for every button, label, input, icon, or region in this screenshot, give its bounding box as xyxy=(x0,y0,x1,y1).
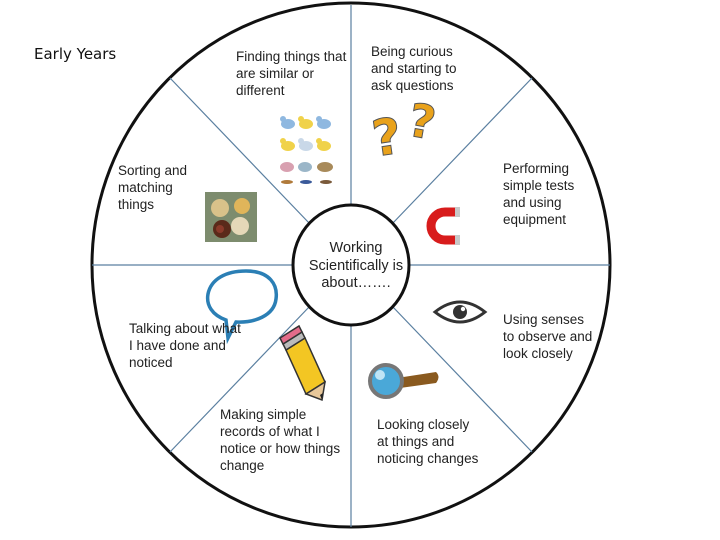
magnet-icon xyxy=(426,207,460,245)
divider-top-right xyxy=(391,77,533,225)
segment-dividers xyxy=(92,5,610,527)
svg-text:?: ? xyxy=(368,107,405,168)
magnifying-glass-icon xyxy=(368,363,439,399)
center-circle xyxy=(291,203,411,327)
segment-label-tests: Performing simple tests and using equipm… xyxy=(503,161,575,227)
eye-icon xyxy=(432,300,488,324)
birds-picture-icon xyxy=(280,116,333,184)
divider-bottom-left xyxy=(169,305,311,453)
center-text: Working Scientifically is about……. xyxy=(308,240,404,291)
segment-label-sorting: Sorting and matching things xyxy=(118,163,188,212)
segment-label-similar: Finding things that are similar or diffe… xyxy=(236,49,347,98)
segment-label-looking: Looking closely at things and noticing c… xyxy=(377,417,479,466)
sorting-bowls-icon xyxy=(205,192,257,242)
svg-text:?: ? xyxy=(404,93,440,151)
divider-bottom-right xyxy=(391,305,533,453)
divider-top-left xyxy=(169,77,311,225)
pencil-icon xyxy=(279,324,327,402)
segment-label-records: Making simple records of what I notice o… xyxy=(220,407,341,473)
segment-label-talking: Talking about what I have done and notic… xyxy=(129,321,241,370)
speech-bubble-icon xyxy=(205,269,279,345)
segment-label-senses: Using senses to observe and look closely xyxy=(503,312,593,361)
corner-title: Early Years xyxy=(34,45,117,63)
segment-label-curious: Being curious and starting to ask questi… xyxy=(371,44,457,93)
question-marks-icon: ? ? xyxy=(368,92,440,169)
